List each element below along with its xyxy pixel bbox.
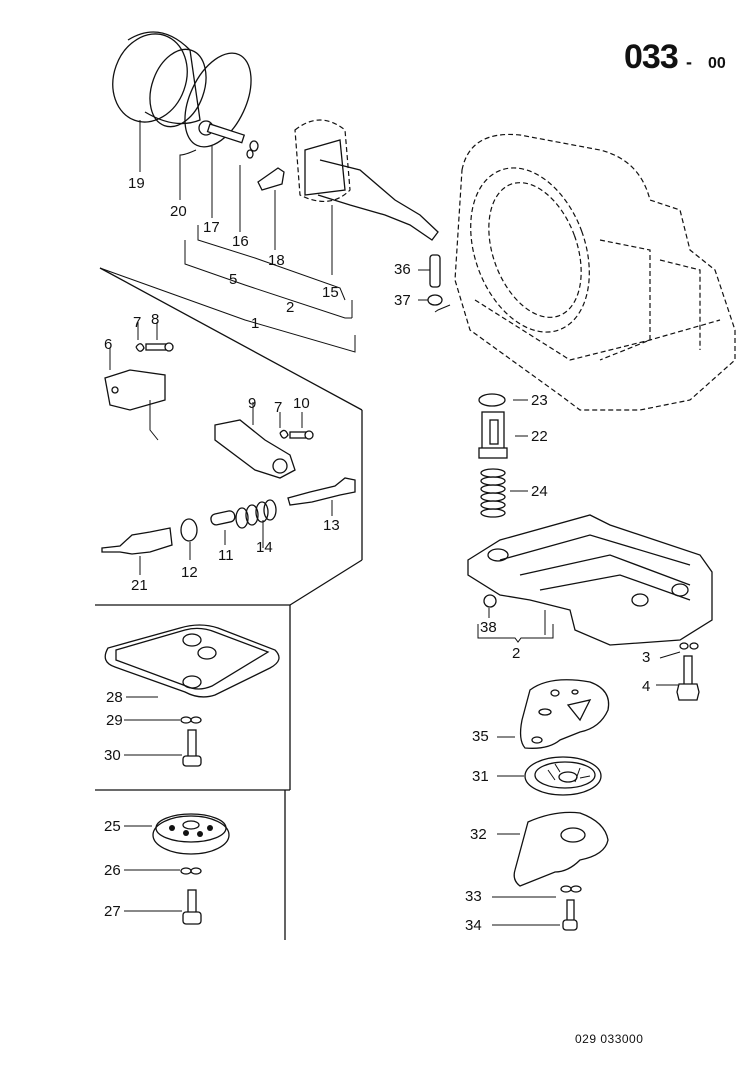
part-6-solenoid (104, 348, 166, 441)
part-27-bolt (124, 889, 202, 925)
callout-14: 14 (256, 539, 273, 556)
callout-27: 27 (104, 903, 121, 920)
transmission-housing-outline (454, 133, 736, 411)
callout-8: 8 (151, 311, 160, 328)
part-21-valve (101, 527, 173, 575)
callout-17: 17 (203, 219, 220, 236)
part-31-strainer (497, 756, 602, 796)
callout-30: 30 (104, 747, 121, 764)
callout-21: 21 (131, 577, 148, 594)
callout-19: 19 (128, 175, 145, 192)
callout-20: 20 (170, 203, 187, 220)
part-28-gasket (104, 624, 280, 698)
callout-35: 35 (472, 728, 489, 745)
callout-15: 15 (322, 284, 339, 301)
part-13-valve (287, 477, 356, 516)
callout-32: 32 (470, 826, 487, 843)
group-code-separator: - (686, 52, 692, 72)
part-8-bolt (145, 322, 174, 352)
callout-31: 31 (472, 768, 489, 785)
callout-26: 26 (104, 862, 121, 879)
part-17-bolt (198, 120, 246, 218)
callout-4: 4 (642, 678, 651, 695)
callout-23: 23 (531, 392, 548, 409)
part-2-valve-body (467, 514, 713, 646)
assembly-brackets-top (99, 225, 356, 353)
callout-29: 29 (106, 712, 123, 729)
callout-11: 11 (218, 547, 234, 564)
callout-2-top: 2 (286, 299, 295, 316)
part-26-washer (124, 867, 202, 875)
part-19-drum (112, 31, 207, 172)
panel-borders (95, 267, 363, 940)
part-33-washer (492, 885, 582, 898)
part-29-washer (124, 716, 202, 724)
callout-13: 13 (323, 517, 340, 534)
part-37-oring (418, 294, 451, 313)
part-35-plate (497, 679, 610, 749)
part-23-oring (478, 393, 528, 407)
part-24-spring (480, 468, 528, 518)
callout-7-second: 7 (274, 399, 283, 416)
part-3-washer (659, 642, 699, 659)
part-22-strainer (478, 411, 528, 459)
part-7-washer (135, 322, 145, 352)
callout-9: 9 (248, 395, 257, 412)
part-16-washer (239, 140, 259, 232)
callout-12: 12 (181, 564, 198, 581)
callout-6: 6 (104, 336, 113, 353)
drawing-reference-number: 029 033000 (575, 1032, 644, 1046)
callout-33: 33 (465, 888, 482, 905)
callout-34: 34 (465, 917, 482, 934)
callout-37: 37 (394, 292, 411, 309)
part-9-bracket (214, 402, 296, 479)
part-15-shaft-housing (294, 119, 439, 275)
part-36-valve (418, 254, 441, 288)
callout-36: 36 (394, 261, 411, 278)
callout-24: 24 (531, 483, 548, 500)
part-11-pin (210, 510, 236, 545)
callout-10: 10 (293, 395, 310, 412)
part-18-clip (257, 167, 285, 250)
part-20-ring (179, 52, 252, 200)
callout-38: 38 (480, 619, 497, 636)
callout-22: 22 (531, 428, 548, 445)
callout-5: 5 (229, 271, 238, 288)
part-38-ball (483, 594, 497, 618)
part-14-spring (235, 499, 277, 548)
assembly-bracket-2 (477, 624, 554, 643)
part-12-oring (180, 518, 198, 560)
part-4-bolt (656, 655, 700, 701)
callout-2-bottom: 2 (512, 645, 521, 662)
callout-25: 25 (104, 818, 121, 835)
group-code: 033 (624, 38, 679, 76)
callout-18: 18 (268, 252, 285, 269)
sub-group-code: 00 (708, 55, 726, 72)
callout-28: 28 (106, 689, 123, 706)
callout-7: 7 (133, 314, 142, 331)
part-32-cover (497, 811, 609, 887)
part-25-filter (124, 813, 230, 855)
callout-1: 1 (251, 315, 260, 332)
part-30-bolt (124, 729, 202, 767)
part-7b-washer (279, 412, 289, 439)
part-34-bolt (492, 899, 578, 931)
callout-3: 3 (642, 649, 651, 666)
part-10-bolt (289, 412, 314, 440)
callout-16: 16 (232, 233, 249, 250)
